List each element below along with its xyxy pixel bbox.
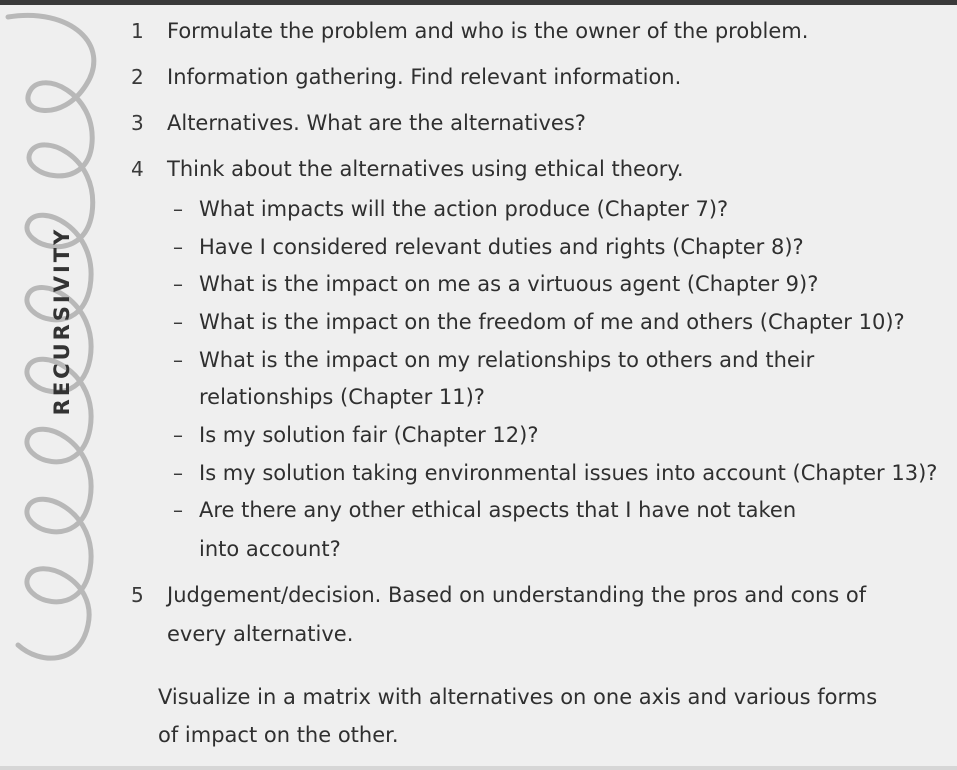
question-text: Is my solution taking environmental issu… xyxy=(199,461,938,485)
question-dash: – xyxy=(173,348,183,372)
question-text: Have I considered relevant duties and ri… xyxy=(199,235,804,259)
question-dash: – xyxy=(173,272,183,296)
question-text: Is my solution fair (Chapter 12)? xyxy=(199,423,539,447)
step-text: Think about the alternatives using ethic… xyxy=(167,157,684,181)
question-dash: – xyxy=(173,461,183,485)
question-dash: – xyxy=(173,423,183,447)
question-text: What impacts will the action produce (Ch… xyxy=(199,197,729,221)
step-text: Alternatives. What are the alternatives? xyxy=(167,111,586,135)
question-dash: – xyxy=(173,197,183,221)
steps-list: 1 Formulate the problem and who is the o… xyxy=(0,5,957,770)
matrix-note-continued: of impact on the other. xyxy=(158,723,399,747)
question-text-continued: relationships (Chapter 11)? xyxy=(199,385,485,409)
question-dash: – xyxy=(173,310,183,334)
step-number: 2 xyxy=(131,65,144,89)
step-text: Formulate the problem and who is the own… xyxy=(167,19,809,43)
question-text: What is the impact on my relationships t… xyxy=(199,348,815,372)
step-text: Judgement/decision. Based on understandi… xyxy=(167,583,867,607)
question-text: What is the impact on the freedom of me … xyxy=(199,310,905,334)
question-dash: – xyxy=(173,235,183,259)
question-text: What is the impact on me as a virtuous a… xyxy=(199,272,819,296)
step-number: 3 xyxy=(131,111,144,135)
step-number: 1 xyxy=(131,19,144,43)
step-number: 5 xyxy=(131,583,144,607)
step-text-continued: every alternative. xyxy=(167,622,354,646)
matrix-note: Visualize in a matrix with alternatives … xyxy=(158,685,878,709)
spiral-decoration xyxy=(5,13,97,661)
step-text: Information gathering. Find relevant inf… xyxy=(167,65,682,89)
step-number: 4 xyxy=(131,157,144,181)
question-dash: – xyxy=(173,498,183,522)
question-text-continued: into account? xyxy=(199,537,341,561)
question-text: Are there any other ethical aspects that… xyxy=(199,498,797,522)
